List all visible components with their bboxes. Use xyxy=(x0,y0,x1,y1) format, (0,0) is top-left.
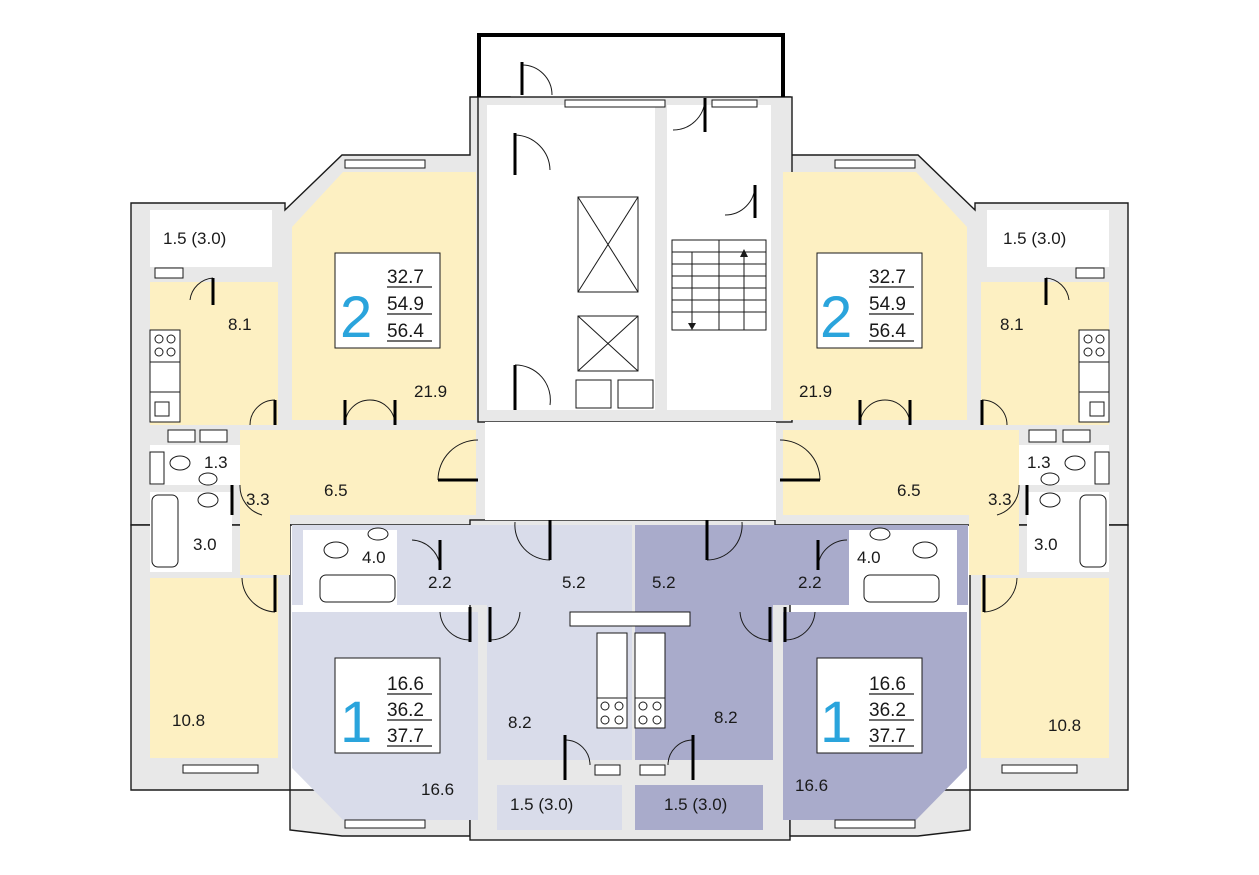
room-area-label: 8.1 xyxy=(228,315,252,334)
room-area-label: 10.8 xyxy=(172,711,205,730)
room-area-label: 21.9 xyxy=(799,382,832,401)
room-area-label: 6.5 xyxy=(897,481,921,500)
living-area: 16.6 xyxy=(869,674,906,695)
room-area-label: 8.2 xyxy=(508,713,532,732)
info-box-left-1room: 1 16.6 36.2 37.7 xyxy=(334,657,441,755)
total-area: 54.9 xyxy=(869,294,906,315)
room-area-label: 16.6 xyxy=(421,780,454,799)
living-area: 32.7 xyxy=(387,267,424,288)
room-area-label: 8.1 xyxy=(1000,315,1024,334)
room-area-label: 4.0 xyxy=(362,548,386,567)
room-area-label: 8.2 xyxy=(714,708,738,727)
room-area-label: 3.0 xyxy=(193,535,217,554)
total-area: 54.9 xyxy=(387,294,424,315)
total-area-with-balcony: 56.4 xyxy=(869,321,906,342)
room-area-label: 3.3 xyxy=(988,490,1012,509)
room-area-label: 1.5 (3.0) xyxy=(510,795,573,814)
room-area-label: 10.8 xyxy=(1048,716,1081,735)
room-area-labels: 1.5 (3.0) 8.1 21.9 1.3 3.3 6.5 3.0 10.8 … xyxy=(163,229,1081,814)
room-area-label: 1.5 (3.0) xyxy=(163,229,226,248)
room-area-label: 2.2 xyxy=(798,573,822,592)
doors xyxy=(189,277,1070,780)
room-area-label: 1.5 (3.0) xyxy=(1003,229,1066,248)
fixtures xyxy=(149,99,1110,829)
room-area-label: 2.2 xyxy=(428,573,452,592)
room-area-label: 3.0 xyxy=(1034,535,1058,554)
total-area: 36.2 xyxy=(869,700,906,721)
total-area: 36.2 xyxy=(387,700,424,721)
info-box-right-1room: 1 16.6 36.2 37.7 xyxy=(816,657,923,755)
rooms-count: 2 xyxy=(820,285,852,350)
room-area-label: 4.0 xyxy=(857,548,881,567)
living-area: 16.6 xyxy=(387,674,424,695)
total-area-with-balcony: 37.7 xyxy=(387,726,424,747)
room-area-label: 1.5 (3.0) xyxy=(664,795,727,814)
room-area-label: 5.2 xyxy=(562,573,586,592)
room-area-label: 5.2 xyxy=(652,573,676,592)
info-box-left-2room: 2 32.7 54.9 56.4 xyxy=(334,252,441,350)
stair-elevator-core xyxy=(485,62,776,520)
room-area-label: 6.5 xyxy=(324,481,348,500)
rooms-count: 2 xyxy=(340,285,372,350)
room-area-label: 16.6 xyxy=(795,776,828,795)
room-area-label: 1.3 xyxy=(204,453,228,472)
total-area-with-balcony: 37.7 xyxy=(869,726,906,747)
room-area-label: 21.9 xyxy=(414,382,447,401)
total-area-with-balcony: 56.4 xyxy=(387,321,424,342)
living-area: 32.7 xyxy=(869,267,906,288)
room-area-label: 1.3 xyxy=(1027,453,1051,472)
rooms-count: 1 xyxy=(340,690,372,755)
rooms-count: 1 xyxy=(820,690,852,755)
info-box-right-2room: 2 32.7 54.9 56.4 xyxy=(816,252,923,350)
room-area-label: 3.3 xyxy=(246,490,270,509)
